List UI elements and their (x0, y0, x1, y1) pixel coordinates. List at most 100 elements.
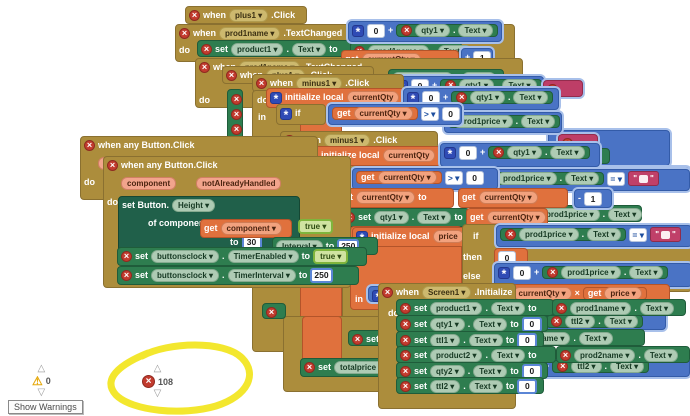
operator-dropdown[interactable]: = ▾ (629, 227, 648, 242)
operator-dropdown[interactable]: > ▾ (444, 170, 463, 185)
number-field[interactable]: 1 (584, 191, 602, 206)
mutator-gear-icon[interactable]: * (498, 266, 510, 280)
math-minus-1-frag[interactable]: -1 (574, 189, 612, 208)
component-dropdown[interactable]: component ▾ (220, 222, 282, 235)
mutator-gear-icon[interactable]: * (270, 91, 282, 105)
currentqty-dropdown[interactable]: currentQty ▾ (486, 211, 546, 224)
math-plus-prod1price[interactable]: *0+×prod1price ▾.Text ▾ (494, 263, 690, 287)
text-dropdown[interactable]: Text ▾ (513, 91, 548, 104)
currentqty-pill[interactable]: currentQty (346, 91, 400, 104)
operator-dropdown[interactable]: > ▾ (420, 106, 439, 121)
ttl2-dropdown[interactable]: ttl2 ▾ (430, 380, 461, 393)
prod1name-dropdown[interactable]: prod1name ▾ (570, 302, 632, 315)
product2-dropdown[interactable]: product2 ▾ (430, 349, 483, 362)
gutter-else[interactable]: else (460, 268, 486, 281)
get-prod1name-text-2[interactable]: ×prod1name ▾.Text ▾ (552, 299, 686, 316)
math-plus-qty1-1[interactable]: *0+×qty1 ▾.Text ▾ (348, 21, 502, 42)
buttonsclock-dropdown[interactable]: buttonsclock ▾ (151, 269, 220, 282)
text-dropdown[interactable]: Text ▾ (473, 318, 508, 331)
mutator-gear-icon[interactable]: * (280, 107, 292, 121)
text-dropdown[interactable]: Text ▾ (458, 24, 493, 37)
show-warnings-button[interactable]: Show Warnings (8, 400, 83, 414)
gutter-do-1[interactable]: do (254, 92, 274, 105)
mutator-gear-icon[interactable]: * (407, 91, 419, 105)
text-dropdown[interactable]: Text ▾ (473, 365, 508, 378)
text-dropdown[interactable]: Text ▾ (292, 43, 327, 56)
currentqty-dropdown[interactable]: currentQty ▾ (377, 171, 437, 184)
prod2name-dropdown[interactable]: prod2name ▾ (574, 349, 636, 362)
prod1price-dropdown[interactable]: prod1price ▾ (497, 172, 557, 185)
number-field[interactable]: 0 (521, 317, 542, 332)
mutator-gear-icon[interactable]: * (352, 24, 364, 38)
product1-dropdown[interactable]: product1 ▾ (430, 302, 483, 315)
qty1-dropdown[interactable]: qty1 ▾ (470, 91, 505, 104)
qty1-dropdown[interactable]: qty1 ▾ (415, 24, 450, 37)
text-dropdown[interactable]: Text ▾ (587, 228, 622, 241)
number-field[interactable]: 0 (459, 145, 477, 160)
nested-block[interactable]: ×prod1price ▾.Text ▾ (500, 228, 627, 241)
nested-block[interactable]: ×qty1 ▾.Text ▾ (488, 146, 590, 159)
gutter-in-1[interactable]: in (255, 109, 273, 122)
number-field[interactable]: 0 (367, 23, 385, 38)
true-dropdown[interactable]: true ▾ (298, 219, 334, 234)
currentqty-dropdown[interactable]: currentQty ▾ (356, 191, 416, 204)
number-field[interactable]: 0 (517, 379, 538, 394)
orange-frame-4[interactable] (302, 316, 342, 364)
currentqty-dropdown[interactable]: currentQty ▾ (478, 191, 538, 204)
nested-block[interactable]: ×qty1 ▾.Text ▾ (396, 24, 498, 37)
text-dropdown[interactable]: Text ▾ (608, 208, 643, 221)
mutator-gear-icon[interactable]: * (444, 146, 456, 160)
text-dropdown[interactable]: Text ▾ (468, 380, 503, 393)
error-stub[interactable]: × (262, 303, 286, 319)
number-field[interactable]: 250 (310, 268, 333, 283)
nested-block[interactable]: prod1price ▾.Text ▾ (448, 115, 561, 128)
qty1-dropdown[interactable]: qty1 ▾ (430, 318, 465, 331)
prod1name-dropdown[interactable]: prod1name ▾ (219, 27, 281, 40)
nested-block[interactable]: ×ttl2 ▾.Text ▾ (546, 315, 643, 328)
true-dropdown[interactable]: true ▾ (313, 249, 349, 264)
warnings-up-arrow-icon[interactable]: △ (37, 363, 46, 374)
set-currentqty-1[interactable]: setcurrentQty ▾to (336, 188, 454, 208)
operator-dropdown[interactable]: = ▾ (607, 171, 626, 186)
text-dropdown[interactable]: Text ▾ (491, 302, 526, 315)
currentqty-pill[interactable]: currentQty (382, 149, 436, 162)
text-dropdown[interactable]: Text ▾ (578, 332, 613, 345)
qty1-dropdown[interactable]: qty1 ▾ (507, 146, 542, 159)
text-dropdown[interactable]: Text ▾ (417, 211, 452, 224)
set-frag[interactable]: ×set (348, 330, 384, 346)
warnings-down-arrow-icon[interactable]: ▽ (37, 387, 46, 398)
component-pill[interactable]: component (121, 177, 177, 190)
height-dropdown[interactable]: Height ▾ (172, 199, 216, 212)
currentqty-dropdown[interactable]: currentQty ▾ (353, 107, 413, 120)
notalreadyhandled-pill[interactable]: notAlreadyHandled (196, 177, 282, 190)
frag-ttl2-text[interactable]: ×ttl2 ▾.Text ▾ (542, 312, 666, 330)
frag-prod1price-eq-empty[interactable]: prod1price ▾.Text ▾= ▾"" (488, 169, 690, 191)
text-dropdown[interactable]: Text ▾ (603, 315, 638, 328)
number-field[interactable]: 0 (513, 265, 531, 280)
prod1price-dropdown[interactable]: prod1price ▾ (540, 208, 600, 221)
ttl2-dropdown[interactable]: ttl2 ▾ (565, 315, 596, 328)
text-dropdown[interactable]: Text ▾ (521, 115, 556, 128)
nested-block[interactable]: ×qty1 ▾.Text ▾ (451, 91, 553, 104)
frag-prod1price-text-a[interactable]: prod1price ▾.Text ▾ (536, 205, 643, 222)
plus1-dropdown[interactable]: plus1 ▾ (229, 9, 269, 22)
text-dropdown[interactable]: Text ▾ (565, 172, 600, 185)
if-1[interactable]: *if (276, 104, 326, 125)
product1-dropdown[interactable]: product1 ▾ (231, 43, 284, 56)
